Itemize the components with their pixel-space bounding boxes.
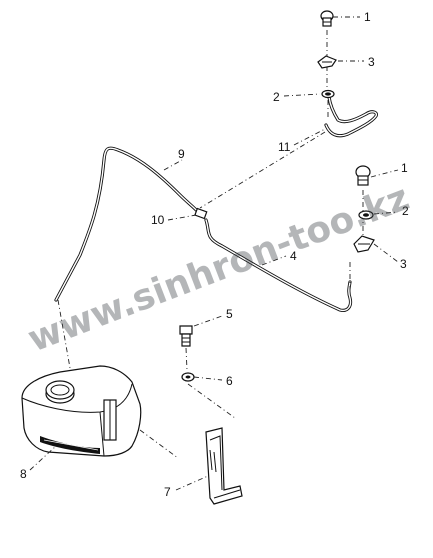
callout-3-right: 3: [400, 257, 407, 271]
callout-3-top: 3: [368, 55, 375, 69]
callout-2-top: 2: [273, 90, 280, 104]
hose-11: [324, 95, 378, 138]
callouts: 1 3 2 11 9 1 2 10 4 3 5 6 8 7: [20, 10, 409, 499]
nozzle-1-top: [320, 10, 334, 27]
callout-8: 8: [20, 467, 27, 481]
callout-11: 11: [278, 140, 291, 154]
callout-2-right: 2: [402, 204, 409, 218]
hose-long-9: [54, 146, 202, 302]
connector-10: [194, 207, 208, 220]
washer-tank-8: [21, 365, 142, 457]
callout-5: 5: [226, 307, 233, 321]
bolt-5: [179, 325, 193, 347]
nut-6: [181, 372, 195, 382]
callout-1-right: 1: [401, 161, 408, 175]
callout-9: 9: [178, 147, 185, 161]
callout-7: 7: [164, 485, 171, 499]
hose-right-4: [204, 218, 353, 312]
callout-6: 6: [226, 374, 233, 388]
washer-2-top: [321, 89, 335, 99]
callout-10: 10: [151, 213, 165, 227]
clip-3-top: [317, 55, 337, 69]
nozzle-1-right: [355, 165, 371, 186]
callout-4: 4: [290, 249, 297, 263]
leader-lines: [29, 16, 399, 491]
watermark-text: www.sinhron-too.kz: [23, 177, 415, 360]
clip-3-right: [353, 235, 375, 253]
callout-1-top: 1: [364, 10, 371, 24]
bracket-7: [205, 427, 243, 505]
washer-2-right: [358, 210, 374, 220]
